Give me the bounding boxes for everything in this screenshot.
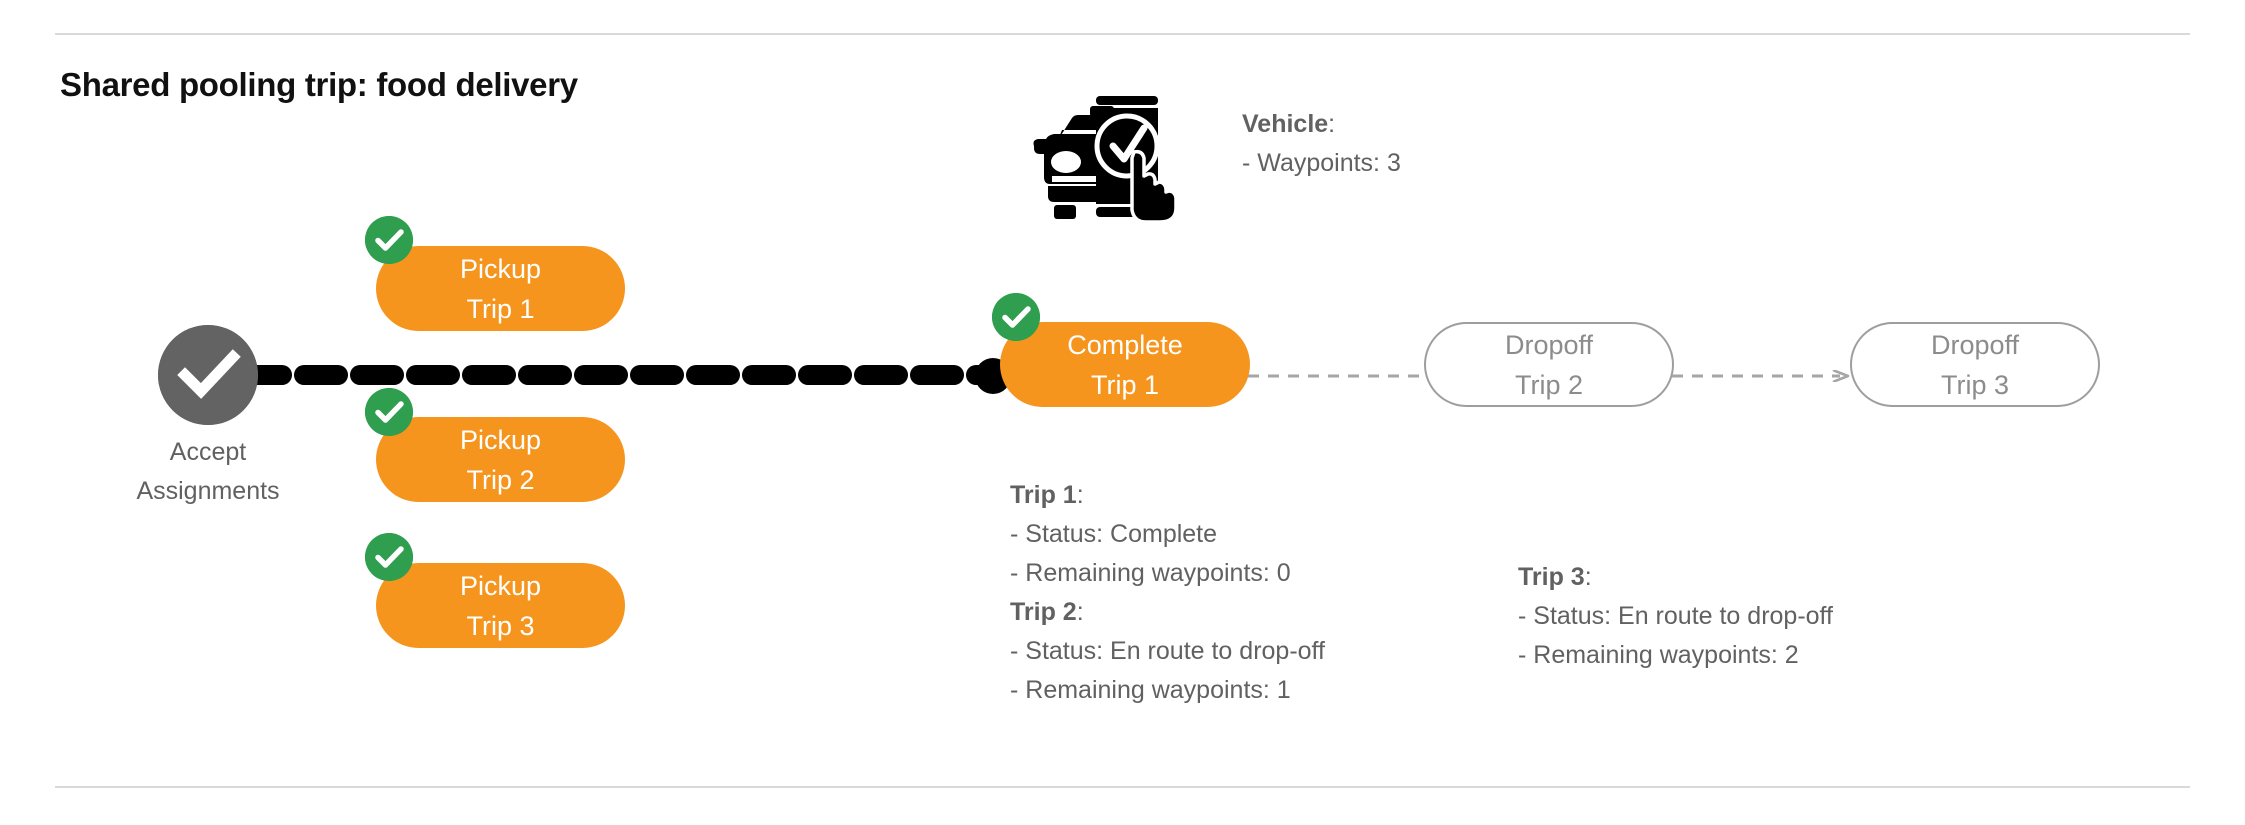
- trip-1-heading: Trip 1: [1010, 481, 1077, 509]
- dropoff-trip-2-node[interactable]: Dropoff Trip 2: [1424, 322, 1674, 407]
- trip-1-waypoints: - Remaining waypoints: 0: [1010, 559, 1291, 587]
- assignment-connector-dashed: [238, 364, 1008, 386]
- check-badge-icon-pickup-1: [365, 216, 413, 264]
- vehicle-info-block: Vehicle: - Waypoints: 3: [1242, 105, 1401, 183]
- complete-trip-1-line1: Complete: [1067, 329, 1183, 360]
- trip-details-right-column: Trip 3: - Status: En route to drop-off -…: [1518, 558, 1833, 675]
- accept-assignments-line2: Assignments: [136, 477, 280, 505]
- car-phone-check-icon: [1032, 84, 1192, 224]
- pickup-trip-2-node[interactable]: Pickup Trip 2: [376, 417, 625, 502]
- pickup-trip-1-line2: Trip 1: [466, 293, 535, 324]
- connector-complete-to-dropoff-2: [1248, 369, 1428, 381]
- accept-assignments-node[interactable]: Accept Assignments: [136, 325, 280, 505]
- page-title: Shared pooling trip: food delivery: [60, 66, 578, 103]
- connector-dropoff-2-to-dropoff-3: [1672, 369, 1854, 383]
- pickup-trip-3-line2: Trip 3: [466, 610, 535, 641]
- check-circle-icon: [158, 325, 258, 425]
- trip-1-heading-row: Trip 1:: [1010, 476, 1325, 515]
- trip-3-heading: Trip 3: [1518, 563, 1585, 591]
- trip-3-heading-row: Trip 3:: [1518, 558, 1833, 597]
- trip-3-heading-colon: :: [1584, 563, 1592, 591]
- vehicle-waypoints: - Waypoints: 3: [1242, 149, 1401, 177]
- trip-3-status: - Status: En route to drop-off: [1518, 602, 1833, 630]
- trip-details-left-column: Trip 1: - Status: Complete - Remaining w…: [1010, 476, 1325, 710]
- check-badge-icon-complete-1: [992, 293, 1040, 341]
- trip-1-heading-colon: :: [1076, 481, 1084, 509]
- trip-2-heading: Trip 2: [1010, 598, 1077, 626]
- trip-2-heading-row: Trip 2:: [1010, 593, 1325, 632]
- trip-3-waypoints: - Remaining waypoints: 2: [1518, 641, 1799, 669]
- pickup-trip-2-line2: Trip 2: [466, 464, 535, 495]
- trip-2-status: - Status: En route to drop-off: [1010, 637, 1325, 665]
- pickup-trip-3-node[interactable]: Pickup Trip 3: [376, 563, 625, 648]
- dropoff-trip-2-line2: Trip 2: [1514, 369, 1583, 400]
- check-badge-icon-pickup-3: [365, 533, 413, 581]
- dropoff-trip-3-line2: Trip 3: [1940, 369, 2009, 400]
- accept-assignments-line1: Accept: [169, 438, 247, 466]
- complete-trip-1-line2: Trip 1: [1090, 369, 1159, 400]
- trip-2-waypoints: - Remaining waypoints: 1: [1010, 676, 1291, 704]
- trip-2-heading-colon: :: [1076, 598, 1084, 626]
- check-badge-icon-pickup-2: [365, 388, 413, 436]
- divider-top: [55, 33, 2190, 35]
- pickup-trip-1-line1: Pickup: [459, 253, 542, 284]
- vehicle-heading: Vehicle: [1242, 110, 1329, 138]
- divider-bottom: [55, 786, 2190, 788]
- dropoff-trip-3-node[interactable]: Dropoff Trip 3: [1850, 322, 2100, 407]
- vehicle-heading-colon: :: [1328, 110, 1336, 138]
- pickup-trip-2-line1: Pickup: [459, 424, 542, 455]
- dropoff-trip-3-line1: Dropoff: [1930, 329, 2020, 360]
- dropoff-trip-2-line1: Dropoff: [1504, 329, 1594, 360]
- vehicle-heading-row: Vehicle:: [1242, 105, 1401, 144]
- accept-assignments-label: Accept Assignments: [106, 433, 310, 511]
- pickup-trip-1-node[interactable]: Pickup Trip 1: [376, 246, 625, 331]
- pickup-trip-3-line1: Pickup: [459, 570, 542, 601]
- trip-1-status: - Status: Complete: [1010, 520, 1218, 548]
- complete-trip-1-node[interactable]: Complete Trip 1: [1000, 322, 1250, 407]
